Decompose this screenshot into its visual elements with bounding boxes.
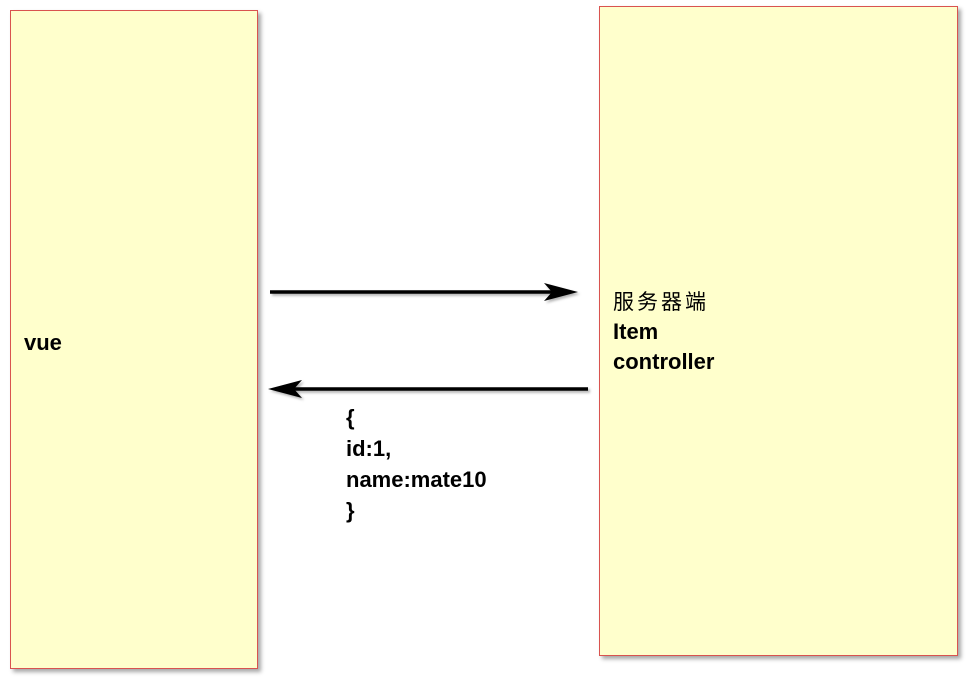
- server-controller-label: controller: [613, 349, 715, 374]
- payload-line: }: [346, 498, 355, 523]
- client-box: vue: [10, 10, 258, 669]
- client-label: vue: [24, 330, 62, 355]
- server-item-label: Item: [613, 319, 659, 344]
- server-box: 服务器端 Item controller: [599, 6, 958, 656]
- payload-line: name:mate10: [346, 467, 487, 492]
- payload-line: id:1,: [346, 436, 392, 461]
- server-title: 服务器端: [613, 290, 709, 314]
- payload-line: {: [346, 405, 355, 430]
- request-arrow: [270, 283, 578, 301]
- response-payload: { id:1, name:mate10 }: [346, 402, 487, 526]
- response-arrow: [268, 380, 588, 398]
- server-labels: 服务器端 Item controller: [613, 287, 714, 377]
